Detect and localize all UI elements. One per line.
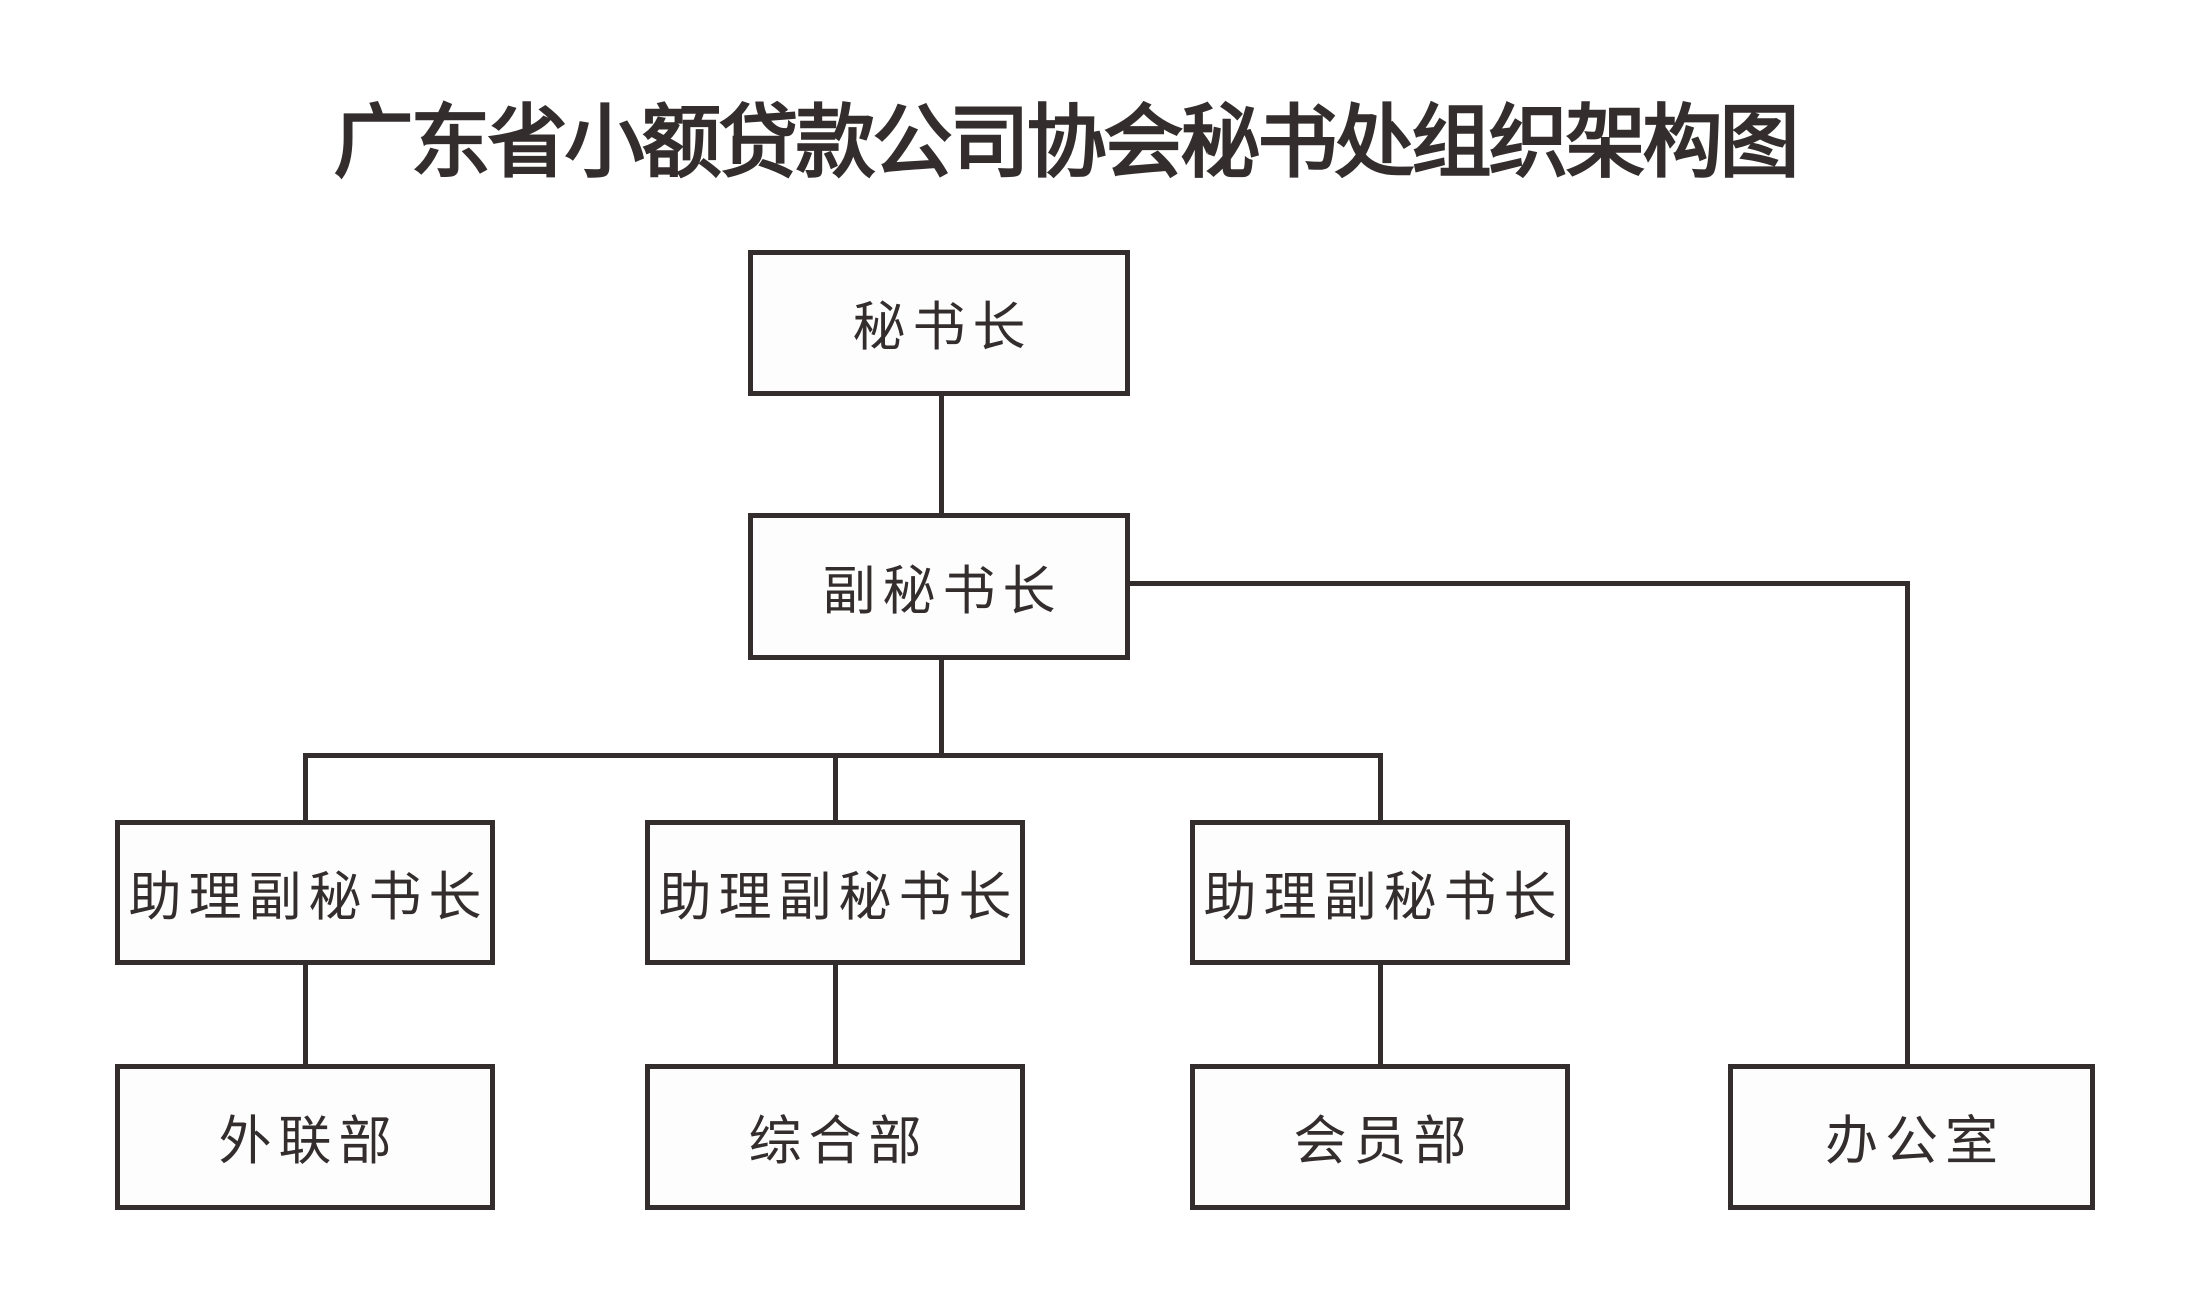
node-label: 助理副秘书长 — [128, 868, 489, 927]
connector-assistant-1-to-dept — [303, 963, 308, 1066]
node-membership-dept: 会员部 — [1190, 1064, 1570, 1210]
node-deputy-secretary-general: 副秘书长 — [748, 513, 1130, 660]
connector-assistant-3-to-dept — [1378, 963, 1383, 1066]
chart-title: 广东省小额贷款公司协会秘书处组织架构图 — [333, 100, 1800, 188]
connector-distribution-bar — [303, 753, 1383, 758]
connector-bar-to-assistant-1 — [303, 753, 308, 822]
node-office: 办公室 — [1728, 1064, 2095, 1210]
connector-bar-to-assistant-3 — [1378, 753, 1383, 822]
node-label: 助理副秘书长 — [1203, 868, 1564, 927]
node-general-affairs-dept: 综合部 — [645, 1064, 1025, 1210]
node-label: 副秘书长 — [822, 562, 1063, 621]
connector-dsg-to-office-vertical — [1905, 581, 1910, 1066]
node-label: 秘书长 — [852, 299, 1033, 357]
node-label: 会员部 — [1293, 1113, 1474, 1171]
connector-sg-to-dsg — [939, 394, 944, 515]
node-label: 助理副秘书长 — [658, 868, 1019, 927]
connector-assistant-2-to-dept — [833, 963, 838, 1066]
node-assistant-deputy-secretary-1: 助理副秘书长 — [115, 820, 495, 965]
node-assistant-deputy-secretary-2: 助理副秘书长 — [645, 820, 1025, 965]
node-label: 外联部 — [218, 1113, 399, 1171]
node-secretary-general: 秘书长 — [748, 250, 1130, 396]
node-label: 综合部 — [748, 1113, 929, 1171]
connector-bar-to-assistant-2 — [833, 753, 838, 822]
node-external-liaison-dept: 外联部 — [115, 1064, 495, 1210]
node-assistant-deputy-secretary-3: 助理副秘书长 — [1190, 820, 1570, 965]
node-label: 办公室 — [1825, 1113, 2005, 1171]
connector-dsg-to-bar — [939, 658, 944, 757]
connector-dsg-to-office-horizontal — [1128, 581, 1910, 586]
